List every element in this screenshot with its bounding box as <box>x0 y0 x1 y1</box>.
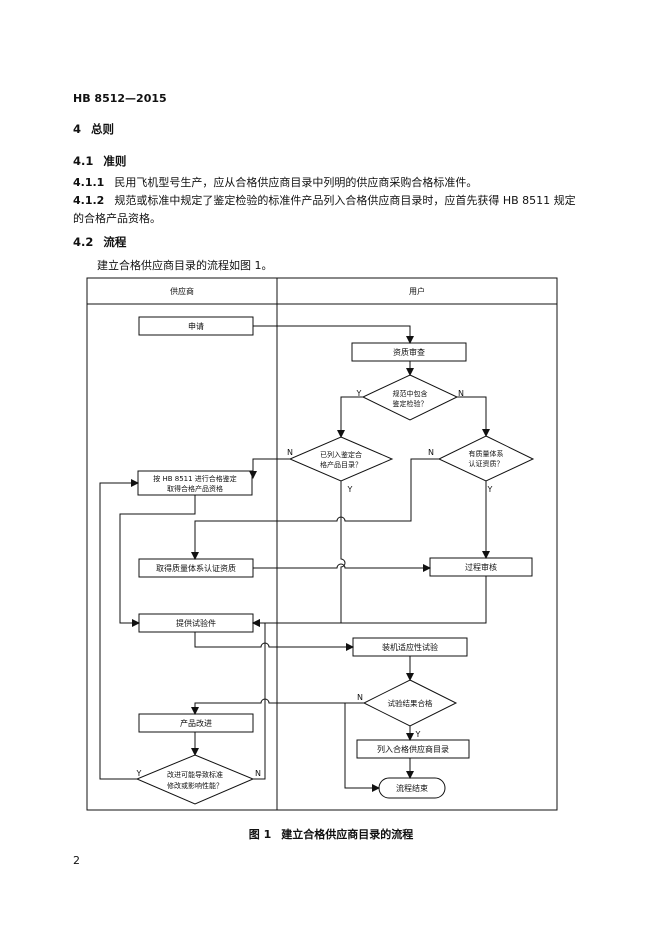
listed-check-diamond <box>288 436 394 482</box>
spec-check-yes: Y <box>356 389 362 398</box>
clause-number: 4.1.1 <box>73 176 105 189</box>
qms-check-no: N <box>428 448 434 457</box>
lane-label-supplier: 供应商 <box>170 286 194 296</box>
listed-check-yes: Y <box>347 485 353 494</box>
improve-check-diamond <box>135 754 255 805</box>
qms-check-label-2: 认证资质？ <box>469 459 504 468</box>
section-number: 4.1 <box>73 154 94 168</box>
improve-check-yes: Y <box>136 769 142 778</box>
improve-check-label-1: 改进可能导致标准 <box>167 770 223 779</box>
qms-check-label-1: 有质量体系 <box>469 449 504 458</box>
clause-text: 民用飞机型号生产，应从合格供应商目录中列明的供应商采购合格标准件。 <box>114 176 478 189</box>
section-4-2-heading: 4.2 流程 <box>73 234 126 250</box>
clause-text-line1: 规范或标准中规定了鉴定检验的标准件产品列入合格供应商目录时，应首先获得 HB 8… <box>114 194 576 207</box>
clause-text-line2: 的合格产品资格。 <box>73 212 161 225</box>
section-title: 流程 <box>103 235 127 249</box>
provide-samples-label: 提供试验件 <box>176 618 216 628</box>
hb8511-label-2: 取得合格产品资格 <box>167 484 223 493</box>
spec-check-no: N <box>458 389 464 398</box>
qual-review-label: 资质审查 <box>393 347 425 357</box>
clause-4-1-2: 4.1.2 规范或标准中规定了鉴定检验的标准件产品列入合格供应商目录时，应首先获得… <box>73 192 593 228</box>
improve-label: 产品改进 <box>180 718 212 728</box>
figure-title: 建立合格供应商目录的流程 <box>281 828 414 841</box>
section-number: 4.2 <box>73 235 94 249</box>
qms-check-yes: Y <box>487 485 493 494</box>
figure-caption: 图 1 建立合格供应商目录的流程 <box>0 826 662 842</box>
clause-number: 4.1.2 <box>73 194 105 207</box>
listed-check-no: N <box>287 448 293 457</box>
flowchart-frame <box>86 277 558 811</box>
hb8511-label-1: 按 HB 8511 进行合格鉴定 <box>153 474 237 483</box>
get-qms-label: 取得质量体系认证资质 <box>156 563 236 573</box>
section-title: 总则 <box>91 122 115 136</box>
spec-check-label-2: 鉴定检验？ <box>393 399 428 408</box>
section-title: 准则 <box>103 154 127 168</box>
lane-label-user: 用户 <box>409 286 425 296</box>
qms-check-diamond <box>437 435 535 482</box>
document-code: HB 8512—2015 <box>73 92 167 105</box>
end-label: 流程结束 <box>396 783 428 793</box>
install-test-label: 装机适应性试验 <box>382 642 438 652</box>
page-number: 2 <box>73 854 80 867</box>
section-4-heading: 4 总则 <box>73 121 114 137</box>
spec-check-label-1: 规范中包含 <box>393 389 428 398</box>
clause-4-1-1: 4.1.1 民用飞机型号生产，应从合格供应商目录中列明的供应商采购合格标准件。 <box>73 174 477 192</box>
result-check-no: N <box>357 693 363 702</box>
listed-check-label-1: 已列入鉴定合 <box>320 450 362 459</box>
apply-label: 申请 <box>188 321 204 331</box>
list-in-label: 列入合格供应商目录 <box>377 744 449 754</box>
improve-check-label-2: 修改或影响性能？ <box>167 781 223 790</box>
improve-check-no: N <box>255 769 261 778</box>
figure-number: 图 1 <box>248 828 272 841</box>
listed-check-label-2: 格产品目录？ <box>320 460 362 469</box>
section-number: 4 <box>73 122 82 136</box>
result-check-yes: Y <box>415 730 421 739</box>
flow-intro-text: 建立合格供应商目录的流程如图 1。 <box>97 259 273 272</box>
section-4-1-heading: 4.1 准则 <box>73 153 126 169</box>
result-check-label: 试验结果合格 <box>388 698 433 708</box>
spec-check-diamond <box>361 374 459 421</box>
process-audit-label: 过程审核 <box>465 562 497 572</box>
